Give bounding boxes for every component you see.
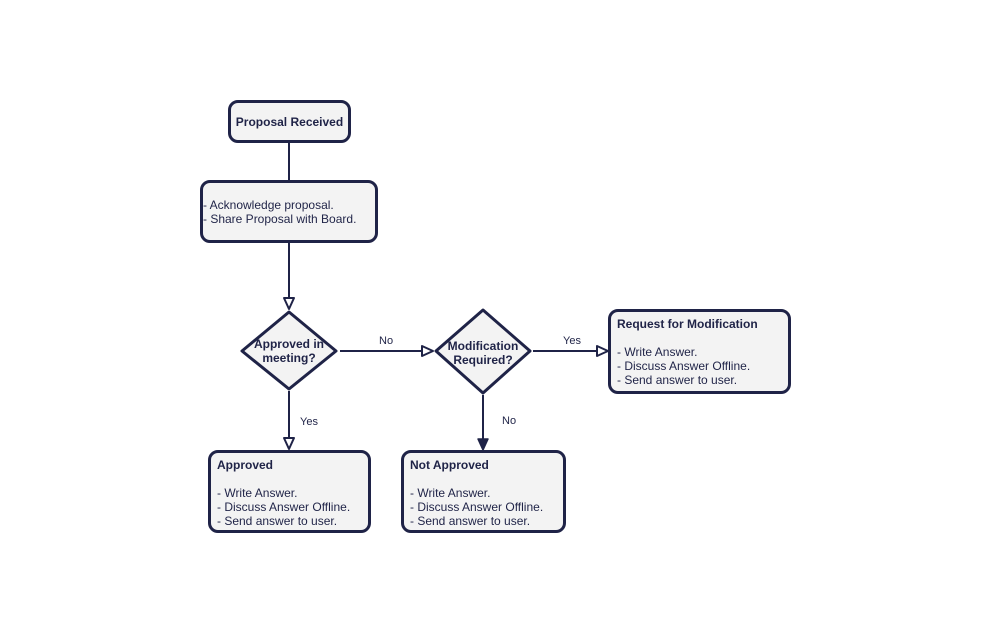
node-request-modification-line: - Discuss Answer Offline. xyxy=(617,359,751,373)
node-not-approved-title: Not Approved xyxy=(410,458,489,472)
spacer xyxy=(217,472,368,486)
decision-modification-line: Modification xyxy=(447,339,519,353)
decision-modification-line: Required? xyxy=(453,353,513,367)
decision-approved-line: in meeting? xyxy=(262,337,325,365)
node-request-modification-line: - Write Answer. xyxy=(617,345,698,359)
arrowhead-filled-down xyxy=(477,438,489,451)
decision-diamond-modification xyxy=(434,308,532,395)
node-approved-title: Approved xyxy=(217,458,274,472)
edge-label-modification-yes: Yes xyxy=(563,335,581,347)
arrowhead-open-down xyxy=(283,437,295,450)
decision-approved-label[interactable]: Approved in meeting? xyxy=(242,337,336,365)
node-not-approved[interactable]: Not Approved - Write Answer. - Discuss A… xyxy=(401,450,566,533)
node-request-modification-line: - Send answer to user. xyxy=(617,373,738,387)
node-not-approved-line: - Discuss Answer Offline. xyxy=(410,500,544,514)
node-approved-line: - Send answer to user. xyxy=(217,514,338,528)
arrowhead-open-right xyxy=(596,345,609,357)
node-approved-line: - Discuss Answer Offline. xyxy=(217,500,351,514)
node-not-approved-line: - Write Answer. xyxy=(410,486,491,500)
node-approved-line: - Write Answer. xyxy=(217,486,298,500)
node-acknowledge-proposal[interactable]: - Acknowledge proposal. - Share Proposal… xyxy=(200,180,378,243)
edge-label-approved-no: No xyxy=(379,335,394,347)
arrowhead-open-down xyxy=(283,297,295,310)
decision-approved-line: Approved xyxy=(253,337,310,351)
decision-diamond-approved xyxy=(240,310,338,391)
node-proposal-received[interactable]: Proposal Received xyxy=(228,100,351,143)
node-proposal-received-label: Proposal Received xyxy=(235,114,344,129)
node-acknowledge-line: - Share Proposal with Board. xyxy=(203,211,357,226)
node-approved[interactable]: Approved - Write Answer. - Discuss Answe… xyxy=(208,450,371,533)
node-request-modification[interactable]: Request for Modification - Write Answer.… xyxy=(608,309,791,394)
edge-label-modification-no: No xyxy=(502,415,517,427)
decision-modification-label[interactable]: Modification Required? xyxy=(436,339,530,367)
arrowhead-open-right xyxy=(421,345,434,357)
node-request-modification-title: Request for Modification xyxy=(617,317,758,331)
spacer xyxy=(617,331,788,345)
node-acknowledge-line: - Acknowledge proposal. xyxy=(203,197,334,212)
node-not-approved-line: - Send answer to user. xyxy=(410,514,531,528)
edge-label-approved-yes: Yes xyxy=(300,416,318,428)
spacer xyxy=(410,472,563,486)
